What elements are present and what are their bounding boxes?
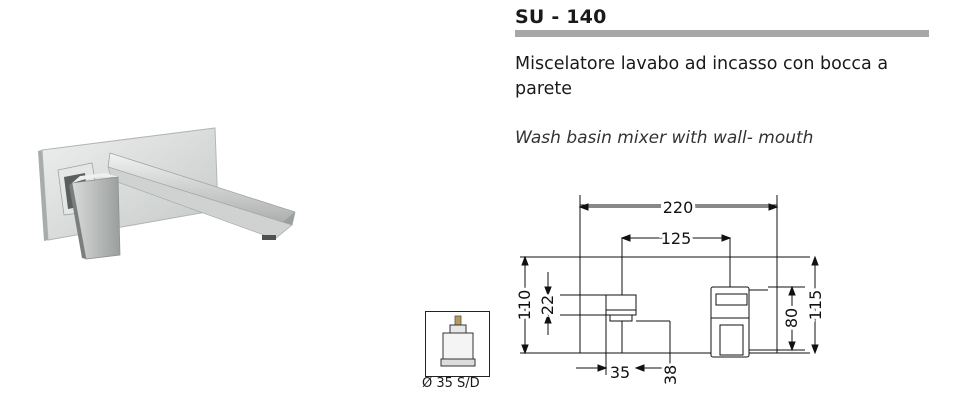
- title-divider-bar: [515, 30, 929, 37]
- technical-drawing: 220 125 110 22 80 115 35 38: [512, 195, 828, 388]
- mixer-product-image: [38, 127, 296, 260]
- product-code: SU - 140: [515, 6, 607, 28]
- cartridge-icon: [440, 315, 476, 367]
- description-english: Wash basin mixer with wall- mouth: [515, 128, 814, 148]
- dim-220-label: 220: [663, 198, 694, 217]
- dim-38-label: 38: [661, 365, 680, 385]
- description-italian: Miscelatore lavabo ad incasso con bocca …: [515, 54, 889, 99]
- dim-35-label: 35: [610, 363, 630, 382]
- dim-110-label: 110: [515, 290, 534, 321]
- cartridge-symbol: [425, 311, 490, 377]
- dim-115-label: 115: [806, 290, 825, 321]
- dim-22-label: 22: [538, 295, 557, 315]
- dim-125-label: 125: [661, 229, 692, 248]
- cartridge-label: Ø 35 S/D: [422, 376, 480, 391]
- dim-80-label: 80: [782, 308, 801, 328]
